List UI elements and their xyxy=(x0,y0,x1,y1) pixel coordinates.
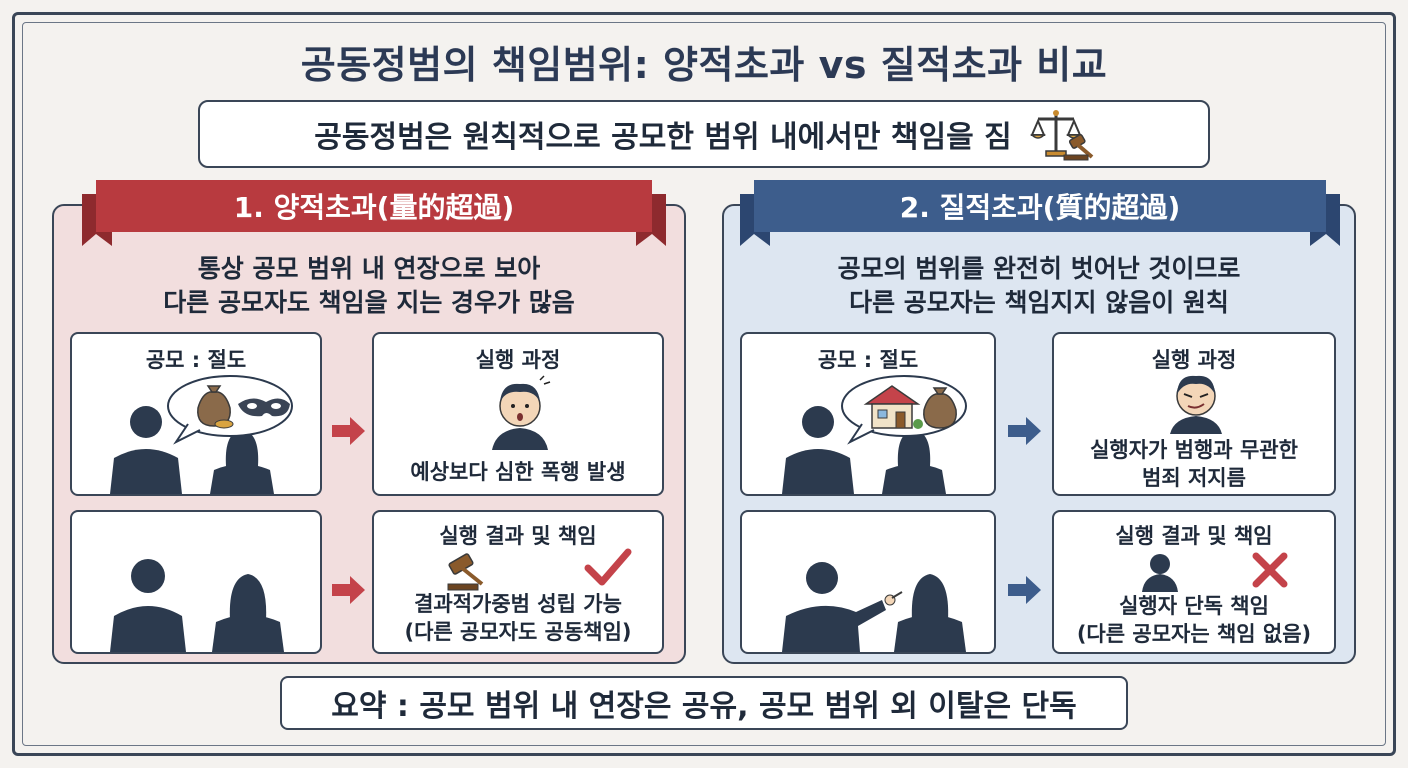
right-result-line1: 실행자 단독 책임 xyxy=(1119,594,1269,618)
right-result-people-card xyxy=(740,510,996,654)
principle-banner: 공동정범은 원칙적으로 공모한 범위 내에서만 책임을 짐 xyxy=(198,100,1210,168)
left-conspiracy-card: 공모 : 절도 xyxy=(70,332,322,496)
sly-person-icon xyxy=(1170,375,1222,434)
checkmark-icon xyxy=(584,548,632,586)
person-silhouette-icon xyxy=(110,406,182,494)
qualitative-excess-ribbon: 2. 질적초과(質的超過) xyxy=(740,180,1340,246)
summary-text: 요약 : 공모 범위 내 연장은 공유, 공모 범위 외 이탈은 단독 xyxy=(331,689,1077,724)
left-result-text: 결과적가중범 성립 가능 (다른 공모자도 공동책임) xyxy=(374,590,662,646)
quantitative-excess-description: 통상 공모 범위 내 연장으로 보아 다른 공모자도 책임을 지는 경우가 많음 xyxy=(52,252,686,320)
person-silhouette-icon xyxy=(882,430,946,494)
person-silhouette-icon xyxy=(212,574,284,652)
left-conspiracy-label: 공모 : 절도 xyxy=(145,348,247,372)
money-bag-icon xyxy=(923,387,957,429)
person-silhouette-icon xyxy=(110,559,186,652)
arrow-right-icon xyxy=(1008,417,1041,445)
mask-icon xyxy=(238,398,290,417)
left-result-people-card xyxy=(70,510,322,654)
inner-frame xyxy=(22,22,1386,746)
cross-icon xyxy=(1252,552,1288,588)
person-silhouette-icon xyxy=(1142,554,1178,592)
person-silhouette-icon xyxy=(782,406,854,494)
left-process-label: 실행 과정 xyxy=(475,348,561,372)
left-result-line2: (다른 공모자도 공동책임) xyxy=(404,620,632,644)
right-conspiracy-card: 공모 : 절도 xyxy=(740,332,996,496)
qualitative-excess-description: 공모의 범위를 완전히 벗어난 것이므로 다른 공모자는 책임지지 않음이 원칙 xyxy=(722,252,1356,320)
right-result-card: 실행 결과 및 책임 실행자 단독 책임 (다른 공모자는 책임 없음) xyxy=(1052,510,1336,654)
left-desc-line1: 통상 공모 범위 내 연장으로 보아 xyxy=(197,254,541,283)
right-process-text: 실행자가 범행과 무관한 범죄 저지름 xyxy=(1054,436,1334,492)
outer-frame xyxy=(12,12,1396,756)
right-desc-line2: 다른 공모자는 책임지지 않음이 원칙 xyxy=(849,288,1229,317)
arrow-right-icon xyxy=(1008,576,1041,604)
page-title: 공동정범의 책임범위: 양적초과 vs 질적초과 비교 xyxy=(300,43,1108,87)
scale-gavel-icon xyxy=(1029,110,1094,161)
right-conspiracy-label: 공모 : 절도 xyxy=(817,348,919,372)
right-process-card: 실행 과정 실행자가 범행과 무관한 범죄 저지름 xyxy=(1052,332,1336,496)
arrow-right-icon xyxy=(332,576,365,604)
quantitative-excess-ribbon: 1. 양적초과(量的超過) xyxy=(82,180,666,246)
right-desc-line1: 공모의 범위를 완전히 벗어난 것이므로 xyxy=(837,254,1241,283)
qualitative-excess-heading: 2. 질적초과(質的超過) xyxy=(899,191,1181,224)
person-silhouette-icon xyxy=(782,562,903,652)
quantitative-excess-heading: 1. 양적초과(量的超過) xyxy=(233,191,515,224)
arrow-right-icon xyxy=(332,417,365,445)
person-silhouette-icon xyxy=(894,574,966,652)
gavel-icon xyxy=(447,553,484,591)
right-result-text: 실행자 단독 책임 (다른 공모자는 책임 없음) xyxy=(1054,592,1334,648)
right-process-label: 실행 과정 xyxy=(1151,348,1237,372)
right-result-line2: (다른 공모자는 책임 없음) xyxy=(1076,622,1312,646)
right-process-line2: 범죄 저지름 xyxy=(1142,466,1246,490)
left-desc-line2: 다른 공모자도 책임을 지는 경우가 많음 xyxy=(163,288,575,317)
right-result-label: 실행 결과 및 책임 xyxy=(1115,524,1273,548)
summary-box: 요약 : 공모 범위 내 연장은 공유, 공모 범위 외 이탈은 단독 xyxy=(280,676,1128,730)
right-process-line1: 실행자가 범행과 무관한 xyxy=(1090,438,1298,462)
house-icon xyxy=(863,385,923,429)
person-silhouette-icon xyxy=(210,430,274,494)
principle-text: 공동정범은 원칙적으로 공모한 범위 내에서만 책임을 짐 xyxy=(314,120,1012,155)
left-process-text: 예상보다 심한 폭행 발생 xyxy=(410,460,626,484)
left-result-label: 실행 결과 및 책임 xyxy=(439,524,597,548)
money-bag-icon xyxy=(197,385,234,429)
left-result-card: 실행 결과 및 책임 결과적가중범 성립 가능 (다른 공모자도 공동책임) xyxy=(372,510,664,654)
left-result-line1: 결과적가중범 성립 가능 xyxy=(414,592,622,616)
surprised-person-icon xyxy=(492,375,551,450)
left-process-card: 실행 과정 예상보다 심한 폭행 발생 xyxy=(372,332,664,496)
